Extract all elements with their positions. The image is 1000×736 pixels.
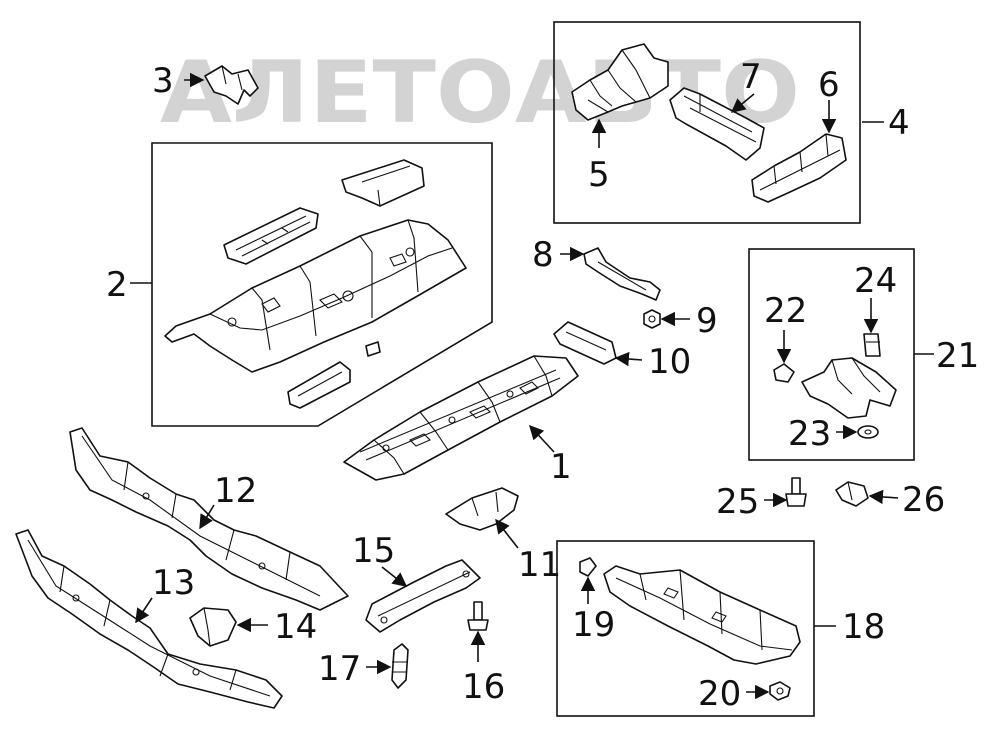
- part-9-nut: [643, 309, 661, 329]
- callout-25: 25: [716, 482, 759, 522]
- callout-16: 16: [462, 667, 505, 707]
- callout-11: 11: [518, 545, 561, 585]
- part-5-bracket: [571, 43, 669, 121]
- part-25-bolt: [785, 477, 807, 507]
- callout-22: 22: [764, 291, 807, 331]
- part-3-bracket: [204, 65, 259, 105]
- callout-8: 8: [532, 235, 554, 275]
- callout-4: 4: [888, 103, 910, 143]
- callout-2: 2: [106, 265, 128, 305]
- part-11-bracket: [445, 487, 519, 531]
- callout-12: 12: [214, 471, 257, 511]
- callout-3: 3: [152, 61, 174, 101]
- callout-13: 13: [152, 563, 195, 603]
- callout-20: 20: [698, 674, 741, 714]
- callout-10: 10: [648, 342, 691, 382]
- part-18-panel: [603, 565, 801, 665]
- callout-23: 23: [788, 414, 831, 454]
- part-20-nut: [769, 681, 791, 701]
- part-14-bracket: [189, 607, 237, 647]
- group-box-2: [151, 142, 493, 427]
- part-22-nut: [773, 363, 795, 383]
- part-21-bracket: [801, 357, 897, 419]
- part-17-clip: [391, 643, 409, 689]
- callout-26: 26: [902, 480, 945, 520]
- callout-5: 5: [588, 155, 610, 195]
- callout-1: 1: [550, 447, 572, 487]
- callout-6: 6: [818, 65, 840, 105]
- part-16-bolt: [467, 601, 489, 631]
- callout-9: 9: [696, 301, 718, 341]
- callout-24: 24: [854, 261, 897, 301]
- callout-17: 17: [318, 649, 361, 689]
- part-7-rail: [669, 87, 765, 161]
- part-1-floor-pan: [343, 355, 579, 481]
- group-box-4: [553, 21, 861, 224]
- callout-19: 19: [572, 605, 615, 645]
- leader-lines: [130, 72, 934, 700]
- part-13-rail: [15, 529, 283, 709]
- callout-7: 7: [740, 57, 762, 97]
- callout-labels: 3 2 4 5 7 6 8 9 10 1 11 12 13 14 15 16 1…: [106, 57, 979, 714]
- part-26-bracket: [835, 481, 869, 507]
- group-box-18: [556, 540, 815, 717]
- callout-18: 18: [842, 607, 885, 647]
- callout-15: 15: [352, 531, 395, 571]
- part-12-rail: [69, 427, 349, 611]
- callout-21: 21: [936, 336, 979, 376]
- part-19-nut: [579, 557, 597, 577]
- part-6-bracket: [751, 133, 847, 203]
- part-15-bracket: [365, 559, 481, 633]
- part-24-stud: [863, 333, 881, 357]
- callout-14: 14: [274, 607, 317, 647]
- part-8-brace: [583, 247, 661, 301]
- part-23-washer: [857, 425, 879, 439]
- part-2-assembly: [164, 159, 467, 409]
